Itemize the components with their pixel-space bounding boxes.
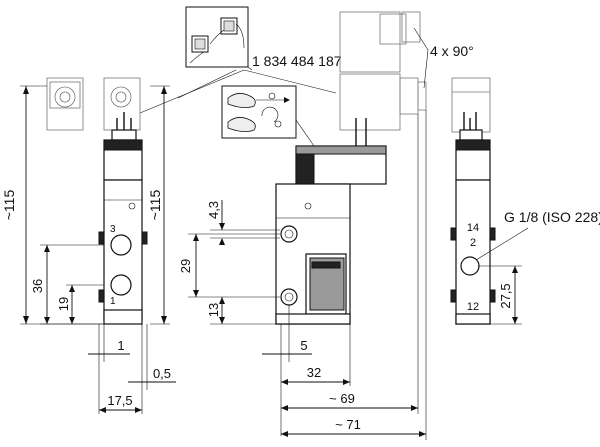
port-label-3: 3 xyxy=(110,224,116,235)
dim-175: 17,5 xyxy=(107,393,132,408)
part-number: 1 834 484 187 xyxy=(252,53,342,69)
dim-32: 32 xyxy=(307,365,321,380)
dim-5: 5 xyxy=(300,338,307,353)
dim-275: 27,5 xyxy=(498,283,513,308)
port-label-12: 12 xyxy=(467,301,479,313)
port-label-2: 2 xyxy=(470,237,476,249)
dim-71: ~ 71 xyxy=(335,417,361,432)
port-label-1: 1 xyxy=(110,296,116,307)
dim-height-left: ~115 xyxy=(1,190,17,221)
dim-1: 1 xyxy=(117,338,124,353)
dim-36: 36 xyxy=(30,279,45,293)
port-label-14: 14 xyxy=(467,222,479,234)
dim-43: 4,3 xyxy=(206,201,221,219)
right-side-view: 14 2 12 xyxy=(450,112,496,325)
left-side-view: 3 1 xyxy=(98,112,148,325)
dim-05: 0,5 xyxy=(153,366,171,381)
dim-13: 13 xyxy=(206,303,221,317)
center-front-view xyxy=(275,118,387,325)
dim-19: 19 xyxy=(56,297,71,311)
connector-plug-icon xyxy=(185,6,249,68)
rotation-note: 4 x 90° xyxy=(430,43,474,59)
manual-override-icon xyxy=(221,85,297,139)
dim-69: ~ 69 xyxy=(329,391,355,406)
right-ghost-connector xyxy=(451,77,491,133)
port-thread-label: G 1/8 (ISO 228) xyxy=(504,209,600,225)
left-end-view-connector xyxy=(46,77,141,131)
dim-height-mid: ~115 xyxy=(147,190,163,221)
dim-29: 29 xyxy=(178,259,193,273)
center-ghost-connector xyxy=(339,11,427,131)
